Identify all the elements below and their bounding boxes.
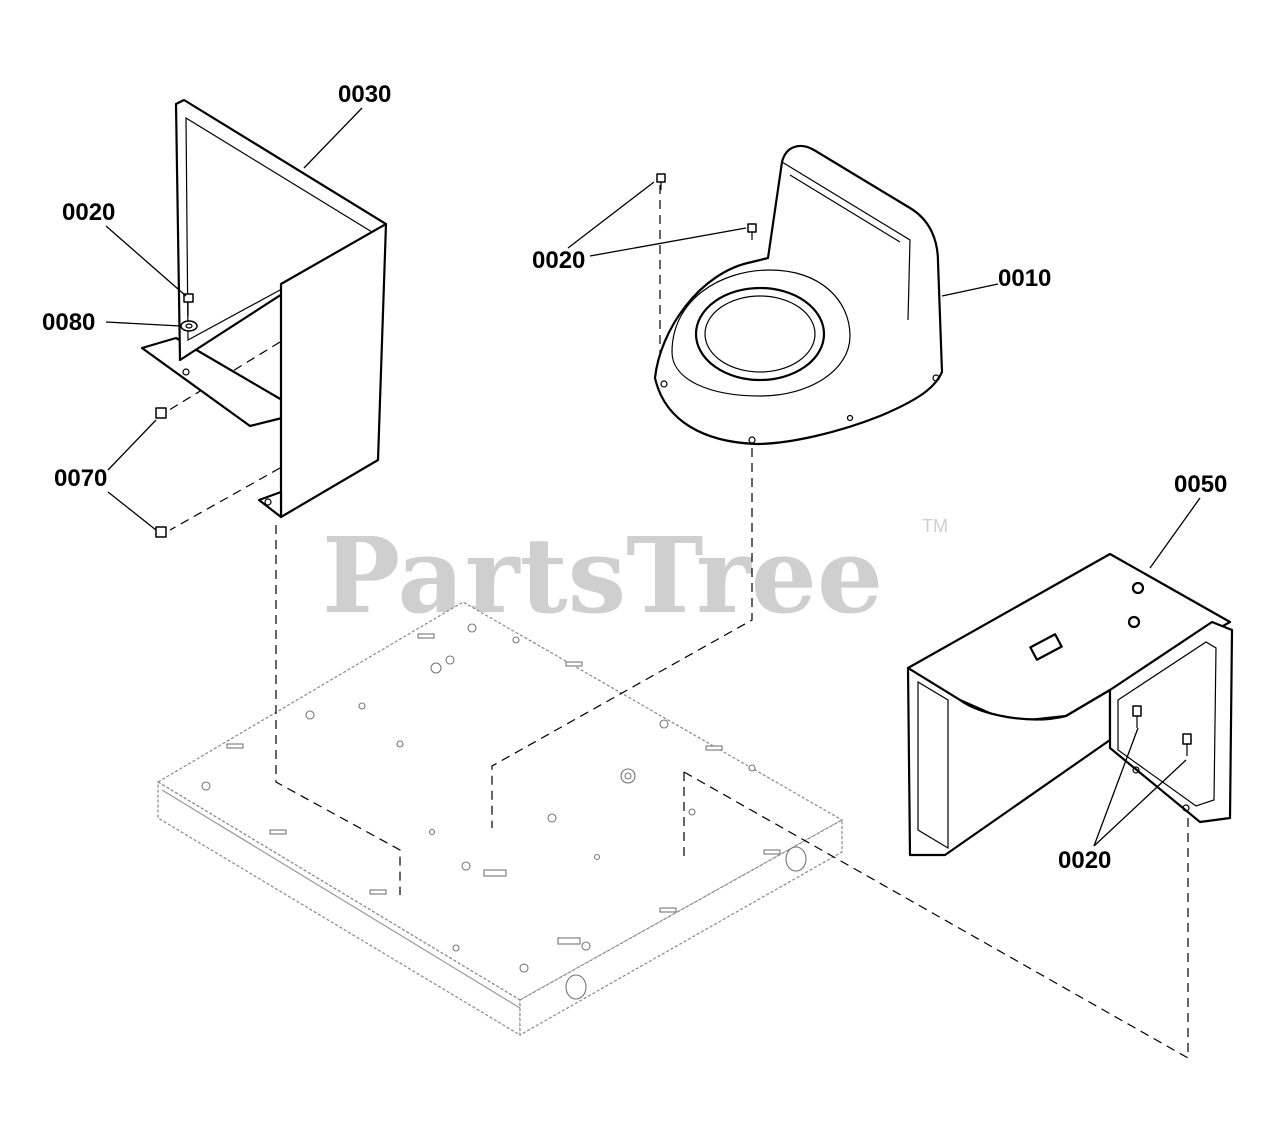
leader-lines [105,107,1201,847]
label-0020-seat: 0020 [532,247,585,274]
label-0020-left: 0020 [62,199,115,226]
bracket-fasteners [1132,705,1192,756]
partstree-watermark: PartsTree TM [322,514,948,637]
left-fasteners [180,293,198,332]
base-frame [156,601,844,1037]
label-0020-bracket: 0020 [1058,847,1111,874]
label-0030: 0030 [338,81,391,108]
label-0010: 0010 [998,265,1051,292]
part-labels: 0030 0020 0080 0070 0020 0010 0050 0020 [42,81,1227,874]
watermark-text: PartsTree [322,514,883,637]
seat-part [653,144,944,446]
label-0050: 0050 [1174,471,1227,498]
side-panel-part [140,98,388,519]
bracket-part [906,552,1234,857]
seat-fasteners [656,173,757,240]
label-0070: 0070 [54,465,107,492]
watermark-trademark: TM [922,516,948,536]
label-0080: 0080 [42,309,95,336]
clip-parts [155,407,167,538]
